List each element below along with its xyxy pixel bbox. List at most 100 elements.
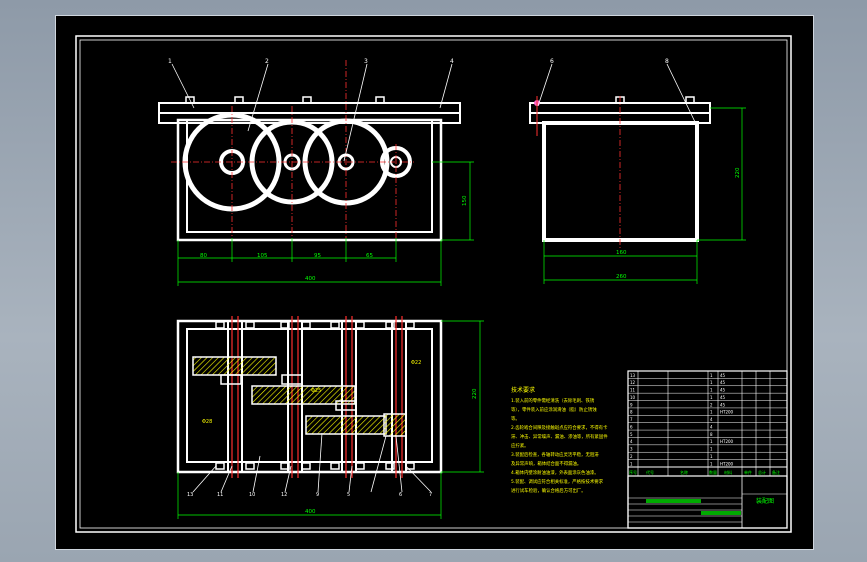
parts-list-cell: 45 xyxy=(720,388,726,393)
parts-list-cell: 3 xyxy=(630,447,633,452)
header-cell: 备注 xyxy=(772,469,780,475)
cover-bolt xyxy=(375,96,385,104)
header-cell: 代号 xyxy=(646,469,654,475)
side-housing xyxy=(542,121,699,242)
diameter-callout: Φ25 xyxy=(311,388,321,394)
dim-text: 220 xyxy=(735,167,741,178)
section-dimensions xyxy=(177,320,484,519)
part-label: 7 xyxy=(429,492,432,498)
parts-list-cell: 4 xyxy=(710,424,713,429)
title-block xyxy=(627,475,788,529)
part-label: 6 xyxy=(550,58,554,65)
parts-list-cell: 1 xyxy=(710,373,713,378)
part-label: 1 xyxy=(168,58,172,65)
parts-list-header: 序号 代号 名称 数量 材料 单件 总计 备注 xyxy=(629,469,780,475)
dim-text: 95 xyxy=(314,253,321,259)
tech-line: 4.箱体内壁涂耐油油漆，外表面涂灰色油漆。 xyxy=(511,469,599,476)
header-cell: 总计 xyxy=(758,469,766,475)
tech-line: 进行试车检验，确认合格后方可出厂。 xyxy=(511,487,586,494)
tech-line: 应拧紧。 xyxy=(511,442,529,449)
parts-list-cell: 45 xyxy=(720,395,726,400)
spacer xyxy=(281,374,303,385)
parts-list-cell: 9 xyxy=(630,402,633,407)
part-label: 4 xyxy=(450,58,454,65)
section-housing-inner xyxy=(186,328,433,463)
leader-line xyxy=(537,63,553,107)
inner-frame xyxy=(79,39,788,529)
parts-list-cell: 1 xyxy=(710,461,713,466)
parts-list-cell: 4 xyxy=(710,417,713,422)
front-base-flange xyxy=(158,112,461,124)
parts-list-cell: 45 xyxy=(720,402,726,407)
leader-line xyxy=(666,63,697,125)
tech-requirements-title: 技术要求 xyxy=(511,386,535,394)
tech-line: 3.装配后检查，各轴转动应灵活平稳，无阻滞 xyxy=(511,451,599,458)
cover-bolt xyxy=(185,96,195,104)
parts-list-cell: 1 xyxy=(630,461,633,466)
parts-list-cell: 1 xyxy=(710,388,713,393)
dim-text: 220 xyxy=(472,388,478,399)
part-label: 10 xyxy=(249,492,255,498)
dim-text: 150 xyxy=(462,195,468,206)
outer-frame xyxy=(75,35,792,533)
section-leaders xyxy=(192,432,432,493)
bearings xyxy=(215,321,415,470)
dim-text: 400 xyxy=(305,509,316,515)
parts-list-cell: 45 xyxy=(720,373,726,378)
header-cell: 单件 xyxy=(744,469,752,475)
tech-line: 等。 xyxy=(511,415,520,422)
front-view: 1 2 3 4 80 105 95 65 400 150 xyxy=(158,58,474,286)
parts-list-cell: HT200 xyxy=(720,439,734,444)
tech-line: 及异常声响，箱体结合面不得漏油。 xyxy=(511,460,581,467)
title-block-fill xyxy=(701,511,741,515)
parts-list-columns xyxy=(637,371,771,476)
part-label: 6 xyxy=(399,492,402,498)
section-gear xyxy=(192,356,277,376)
cover-bolt xyxy=(302,96,312,104)
section-gear xyxy=(305,415,387,435)
parts-list-cell: 10 xyxy=(630,395,636,400)
parts-list-cell: 8 xyxy=(710,432,713,437)
front-cover-flange xyxy=(158,102,461,114)
title-block-fill xyxy=(646,499,701,503)
part-label: 12 xyxy=(281,492,287,498)
parts-list-cell: 12 xyxy=(630,380,636,385)
header-cell: 序号 xyxy=(629,469,637,475)
parts-list-cell: 7 xyxy=(630,417,633,422)
cover-bolt xyxy=(234,96,244,104)
part-label: 9 xyxy=(316,492,319,498)
parts-list-cell: 1 xyxy=(710,395,713,400)
parts-list-cell: 1 xyxy=(710,447,713,452)
part-label: 13 xyxy=(187,492,193,498)
cad-drawing-canvas: 1 2 3 4 80 105 95 65 400 150 xyxy=(75,35,792,533)
section-gear xyxy=(383,413,407,437)
spacer xyxy=(220,374,242,385)
parts-list-cell: 5 xyxy=(630,432,633,437)
section-view: Φ28 Φ22 Φ25 13 11 10 12 9 5 6 7 xyxy=(176,316,484,519)
header-cell: 材料 xyxy=(724,469,732,475)
parts-list-cell: 1 xyxy=(710,454,713,459)
parts-list-cell: 2 xyxy=(630,454,633,459)
front-dimensions xyxy=(177,161,474,286)
section-gear xyxy=(251,385,356,405)
leader-line xyxy=(171,63,195,109)
spacer xyxy=(335,400,357,411)
parts-list-cell: 1 xyxy=(710,410,713,415)
tech-line: 滞、冲击、异常噪声、漏油、渗油等，所有紧固件 xyxy=(511,433,608,440)
dim-text: 260 xyxy=(616,274,627,280)
tech-requirements: 技术要求 1.装入前的零件需经清洗（去除毛刺、铁锈 等），零件装入前应涂润滑油（… xyxy=(511,386,608,494)
parts-list-cell: 4 xyxy=(630,439,633,444)
cover-bolt xyxy=(685,96,695,104)
drawing-title: 装配图 xyxy=(756,497,774,505)
header-cell: 名称 xyxy=(680,469,688,475)
part-label: 3 xyxy=(364,58,368,65)
parts-list-cell: 6 xyxy=(630,424,633,429)
side-dimensions xyxy=(543,107,746,284)
section-part-labels: 13 11 10 12 9 5 6 7 xyxy=(187,492,432,498)
dim-text: 80 xyxy=(200,253,207,259)
parts-list-cell: HT200 xyxy=(720,410,734,415)
dim-text: 160 xyxy=(616,250,627,256)
parts-list-cell: 45 xyxy=(720,380,726,385)
